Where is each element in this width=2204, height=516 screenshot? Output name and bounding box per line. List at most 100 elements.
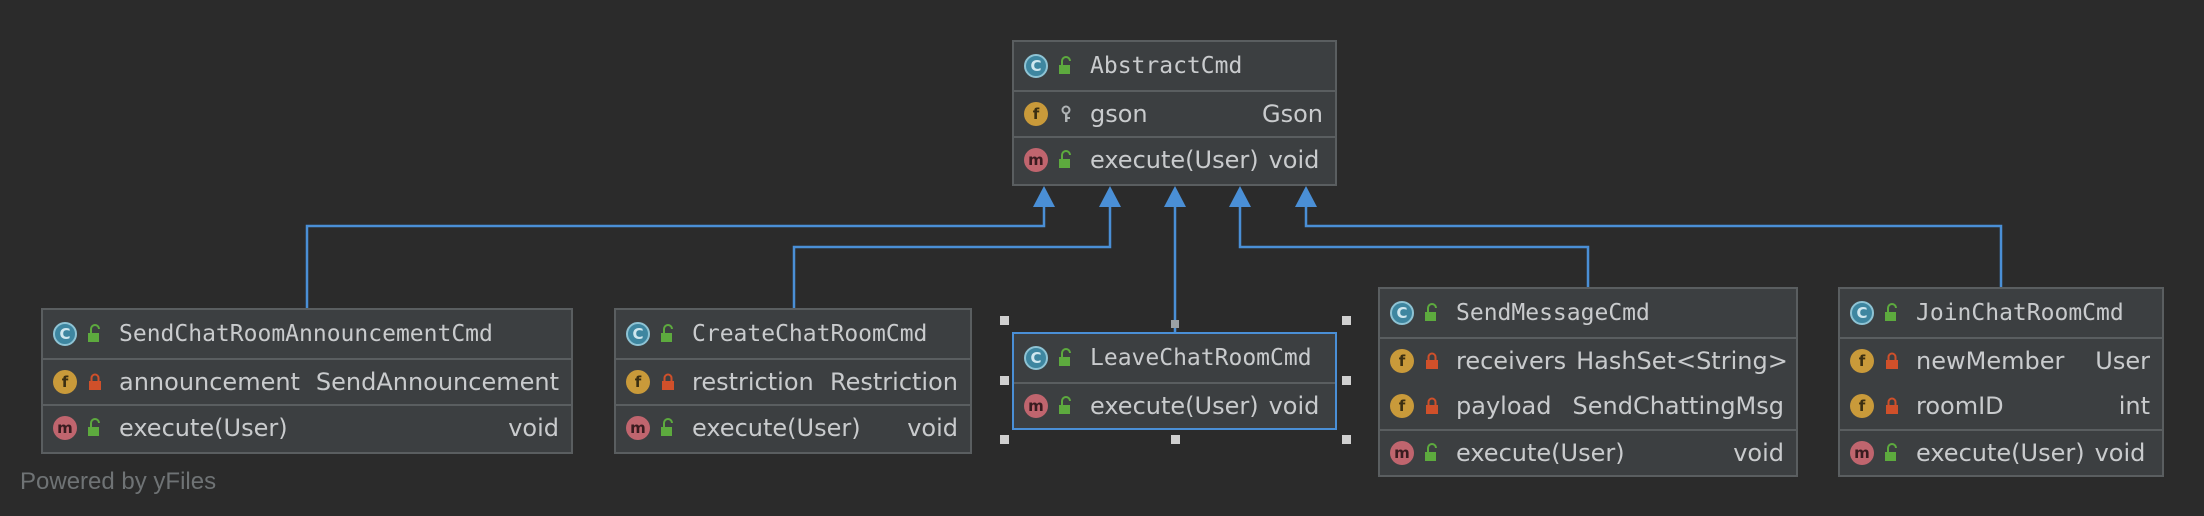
method-row[interactable]: m execute(User) void (1014, 382, 1335, 428)
edge-send-announcement[interactable] (305, 205, 1046, 308)
method-row[interactable]: m execute(User) void (1014, 136, 1335, 182)
edge-create-room[interactable] (792, 205, 1112, 308)
method-name: execute(User) (1456, 439, 1625, 467)
field-name: announcement (119, 368, 300, 396)
method-name: execute(User) (1090, 392, 1259, 420)
method-return-type: void (1268, 146, 1320, 174)
field-type: HashSet<String> (1576, 347, 1788, 375)
method-icon: m (1850, 441, 1874, 465)
arrowhead-join-room (1295, 186, 1317, 207)
class-node-sendmessagecmd[interactable]: C SendMessageCmd f receivers HashSet<Str… (1378, 287, 1798, 477)
selection-handle-ne[interactable] (1342, 435, 1351, 444)
method-icon: m (1390, 441, 1414, 465)
field-type: User (2095, 347, 2150, 375)
field-name: gson (1090, 100, 1148, 128)
method-name: execute(User) (119, 414, 288, 442)
method-return-type: void (508, 414, 559, 442)
public-unlock-icon (1425, 443, 1437, 461)
method-name: execute(User) (692, 414, 861, 442)
private-lock-icon (1426, 352, 1438, 369)
method-name: execute(User) (1090, 146, 1259, 174)
selection-handle-top[interactable] (1171, 320, 1179, 328)
method-row[interactable]: m execute(User) void (1380, 429, 1796, 475)
package-key-icon (1061, 105, 1071, 122)
field-icon: f (1850, 349, 1874, 373)
class-icon: C (1024, 346, 1048, 370)
class-header: C SendChatRoomAnnouncementCmd (43, 310, 571, 358)
class-name: CreateChatRoomCmd (692, 321, 928, 347)
private-lock-icon (89, 373, 101, 390)
field-type: SendChattingMsg (1572, 392, 1785, 420)
public-unlock-icon (1059, 56, 1071, 74)
field-row[interactable]: f receivers HashSet<String> (1380, 337, 1796, 383)
field-icon: f (626, 370, 650, 394)
class-header: C SendMessageCmd (1380, 289, 1796, 337)
field-row[interactable]: f restriction Restriction (616, 358, 970, 404)
class-node-abstractcmd[interactable]: C AbstractCmd f gson Gson m execute(User… (1012, 40, 1337, 186)
method-icon: m (1024, 148, 1048, 172)
field-icon: f (1850, 394, 1874, 418)
field-name: newMember (1916, 347, 2065, 375)
public-unlock-icon (661, 324, 673, 342)
arrowhead-leave-room (1164, 186, 1186, 207)
method-icon: m (1024, 394, 1048, 418)
class-name: LeaveChatRoomCmd (1090, 345, 1312, 371)
field-name: roomID (1916, 392, 2004, 420)
field-type: Gson (1262, 100, 1323, 128)
public-unlock-icon (1885, 443, 1897, 461)
field-row[interactable]: f payload SendChattingMsg (1380, 383, 1796, 429)
selection-handle-e[interactable] (1342, 376, 1351, 385)
method-row[interactable]: m execute(User) void (43, 404, 571, 450)
public-unlock-icon (1425, 303, 1437, 321)
field-name: receivers (1456, 347, 1567, 375)
class-header: C JoinChatRoomCmd (1840, 289, 2162, 337)
arrowhead-create-room (1099, 186, 1121, 207)
class-icon: C (53, 322, 77, 346)
public-unlock-icon (1059, 348, 1071, 366)
edge-join-room[interactable] (1304, 205, 2003, 287)
class-node-joinchatroomcmd[interactable]: C JoinChatRoomCmd f newMember User f roo… (1838, 287, 2164, 477)
class-icon: C (1850, 301, 1874, 325)
field-icon: f (53, 370, 77, 394)
private-lock-icon (1886, 352, 1898, 369)
method-icon: m (626, 416, 650, 440)
class-header: C AbstractCmd (1014, 42, 1335, 90)
field-icon: f (1024, 102, 1048, 126)
method-return-type: void (907, 414, 958, 442)
class-header: C CreateChatRoomCmd (616, 310, 970, 358)
field-type: Restriction (830, 368, 958, 396)
public-unlock-icon (1059, 150, 1071, 168)
method-row[interactable]: m execute(User) void (1840, 429, 2162, 475)
public-unlock-icon (88, 418, 100, 436)
method-row[interactable]: m execute(User) void (616, 404, 970, 450)
class-icon: C (1024, 54, 1048, 78)
field-row[interactable]: f roomID int (1840, 383, 2162, 429)
selection-handle-n[interactable] (1171, 435, 1180, 444)
class-name: SendChatRoomAnnouncementCmd (119, 321, 493, 347)
selection-handle-sw[interactable] (1000, 316, 1009, 325)
field-row[interactable]: f gson Gson (1014, 90, 1335, 136)
method-icon: m (53, 416, 77, 440)
class-node-createchatroomcmd[interactable]: C CreateChatRoomCmd f restriction Restri… (614, 308, 972, 454)
private-lock-icon (662, 373, 674, 390)
method-return-type: void (1733, 439, 1784, 467)
private-lock-icon (1426, 397, 1438, 414)
field-row[interactable]: f newMember User (1840, 337, 2162, 383)
public-unlock-icon (1885, 303, 1897, 321)
field-name: restriction (692, 368, 814, 396)
public-unlock-icon (1059, 396, 1071, 414)
field-type: SendAnnouncement (315, 368, 559, 396)
field-row[interactable]: f announcement SendAnnouncement (43, 358, 571, 404)
selection-handle-se[interactable] (1342, 316, 1351, 325)
public-unlock-icon (661, 418, 673, 436)
method-return-type: void (1268, 392, 1320, 420)
edge-send-message[interactable] (1238, 205, 1590, 287)
class-icon: C (1390, 301, 1414, 325)
class-node-leavechatroomcmd[interactable]: C LeaveChatRoomCmd m execute(User) void (1012, 332, 1337, 430)
selection-handle-w[interactable] (1000, 376, 1009, 385)
class-name: JoinChatRoomCmd (1916, 300, 2124, 326)
powered-by-watermark: Powered by yFiles (20, 468, 217, 495)
class-node-sendchatroomannouncementcmd[interactable]: C SendChatRoomAnnouncementCmd f announce… (41, 308, 573, 454)
selection-handle-nw[interactable] (1000, 435, 1009, 444)
